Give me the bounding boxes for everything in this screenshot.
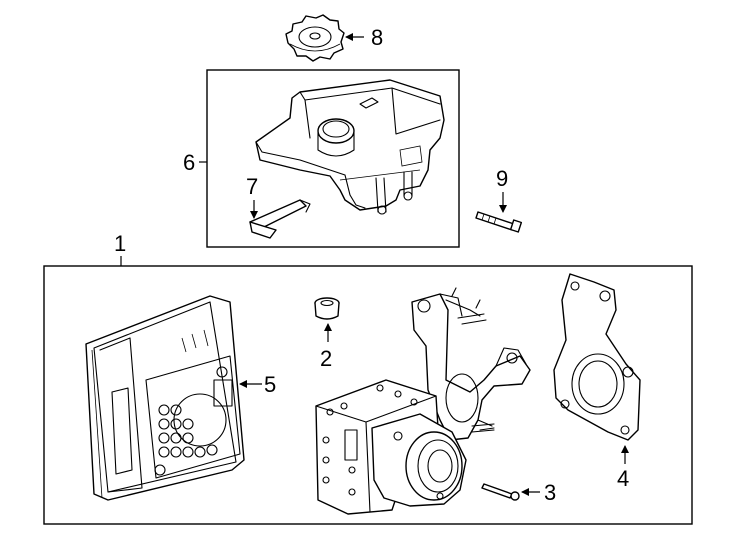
gasket-part: [553, 273, 641, 441]
callout-1: 1: [114, 231, 126, 256]
callout-8: 8: [371, 25, 383, 50]
control-module-part: [85, 295, 245, 501]
reservoir-cap-part: [285, 14, 345, 62]
reservoir-group-frame: [206, 69, 460, 248]
assembly-frame: [43, 265, 693, 525]
bolt-part: [475, 211, 523, 233]
screw-part: [481, 483, 520, 501]
grommet-part: [314, 297, 340, 320]
callout-5: 5: [264, 372, 276, 397]
fluid-reservoir-part: [255, 79, 445, 215]
level-sensor-part: [249, 199, 311, 239]
abs-modulator-assembly: [315, 287, 531, 515]
callout-7: 7: [246, 174, 258, 199]
callout-4: 4: [617, 466, 629, 491]
callout-3: 3: [544, 480, 556, 505]
callout-6: 6: [183, 150, 195, 175]
callout-2: 2: [320, 346, 332, 371]
callout-9: 9: [496, 166, 508, 191]
